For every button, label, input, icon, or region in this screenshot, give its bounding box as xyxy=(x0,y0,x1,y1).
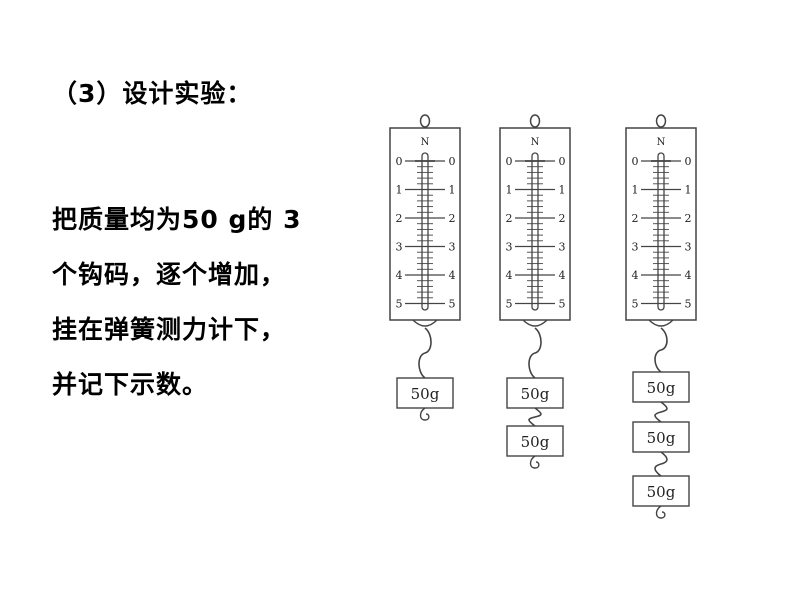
instruction-text: 把质量均为50 g的 3 个钩码，逐个增加， 挂在弹簧测力计下， 并记下示数。 xyxy=(52,192,302,412)
instruction-line: 个钩码，逐个增加， xyxy=(52,260,287,289)
weight-label: 50g xyxy=(647,483,676,501)
tick-label: 3 xyxy=(559,241,566,254)
tick-label: 5 xyxy=(685,298,692,311)
hook-icon xyxy=(654,451,668,477)
tick-label: 4 xyxy=(396,269,403,282)
unit-label: N xyxy=(531,137,540,148)
scale-neck xyxy=(648,319,674,327)
weight-block xyxy=(506,425,564,457)
tick-label: 5 xyxy=(396,298,403,311)
tick-label: 1 xyxy=(632,184,639,197)
tick-label: 5 xyxy=(449,298,456,311)
spring-tube xyxy=(657,152,665,311)
tick-label: 2 xyxy=(396,212,403,225)
hook-icon xyxy=(654,327,668,373)
tail-hook-icon xyxy=(529,455,540,469)
weight-block xyxy=(632,475,690,507)
tick-label: 5 xyxy=(632,298,639,311)
tick-label: 5 xyxy=(559,298,566,311)
tick-label: 2 xyxy=(685,212,692,225)
tail-hook-icon xyxy=(419,407,430,421)
hook-icon xyxy=(654,401,668,423)
instruction-line: 并记下示数。 xyxy=(52,370,209,399)
top-ring-icon xyxy=(529,114,541,128)
hook-icon xyxy=(528,407,542,427)
tick-label: 3 xyxy=(396,241,403,254)
tick-label: 1 xyxy=(396,184,403,197)
hook-icon xyxy=(528,327,542,379)
tick-label: 1 xyxy=(506,184,513,197)
tick-label: 4 xyxy=(506,269,513,282)
spring-tube xyxy=(531,152,539,311)
tick-label: 0 xyxy=(506,155,513,168)
weight-label: 50g xyxy=(647,379,676,397)
tick-label: 3 xyxy=(685,241,692,254)
tick-label: 2 xyxy=(632,212,639,225)
weight-label: 50g xyxy=(521,433,550,451)
instruction-line: 把质量均为50 g的 3 xyxy=(52,205,302,234)
section-heading: （3）设计实验： xyxy=(52,79,253,108)
tick-label: 1 xyxy=(559,184,566,197)
tick-label: 2 xyxy=(506,212,513,225)
tick-label: 3 xyxy=(632,241,639,254)
tick-label: 3 xyxy=(506,241,513,254)
scale-neck xyxy=(522,319,548,327)
tick-label: 4 xyxy=(685,269,692,282)
tick-label: 0 xyxy=(685,155,692,168)
tick-label: 1 xyxy=(449,184,456,197)
tail-hook-icon xyxy=(655,505,666,519)
tick-label: 2 xyxy=(449,212,456,225)
weight-label: 50g xyxy=(647,429,676,447)
top-ring-icon xyxy=(419,114,431,128)
weight-label: 50g xyxy=(521,385,550,403)
scale-neck xyxy=(412,319,438,327)
tick-label: 0 xyxy=(449,155,456,168)
tick-label: 0 xyxy=(559,155,566,168)
tick-label: 0 xyxy=(632,155,639,168)
weight-block xyxy=(632,371,690,403)
weight-block xyxy=(632,421,690,453)
hook-icon xyxy=(418,327,432,379)
weight-label: 50g xyxy=(411,385,440,403)
unit-label: N xyxy=(657,137,666,148)
unit-label: N xyxy=(421,137,430,148)
tick-label: 1 xyxy=(685,184,692,197)
tick-label: 0 xyxy=(396,155,403,168)
spring-tube xyxy=(421,152,429,311)
tick-label: 2 xyxy=(559,212,566,225)
tick-label: 3 xyxy=(449,241,456,254)
tick-label: 4 xyxy=(449,269,456,282)
tick-label: 5 xyxy=(506,298,513,311)
top-ring-icon xyxy=(655,114,667,128)
instruction-line: 挂在弹簧测力计下， xyxy=(52,315,287,344)
tick-label: 4 xyxy=(632,269,639,282)
tick-label: 4 xyxy=(559,269,566,282)
